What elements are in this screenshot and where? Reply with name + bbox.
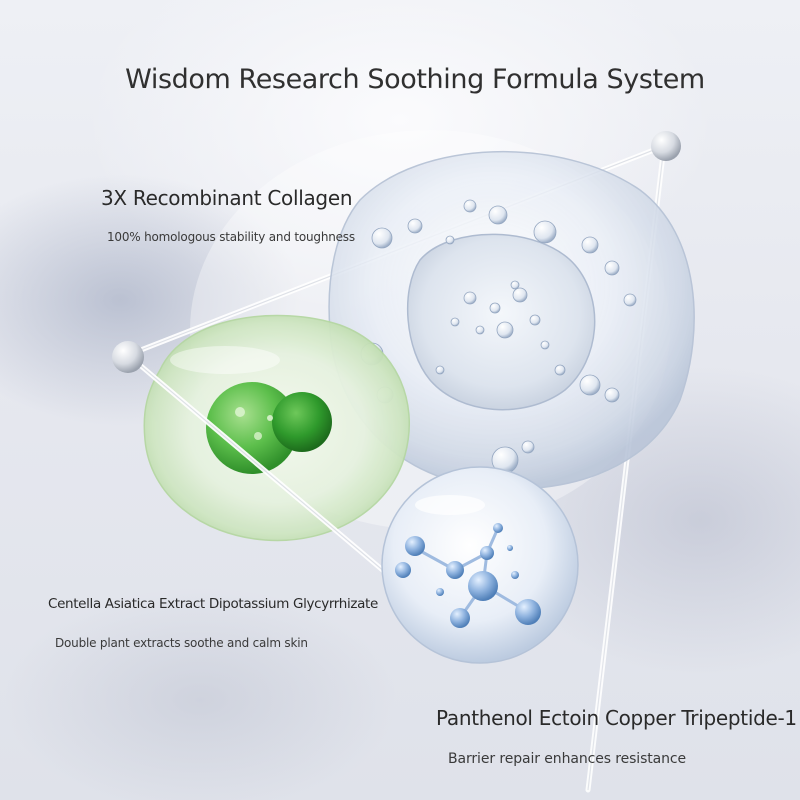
large-water-droplet bbox=[328, 151, 695, 490]
molecule-atoms bbox=[395, 523, 541, 628]
ingredient-2-description: Double plant extracts soothe and calm sk… bbox=[55, 636, 308, 650]
ingredient-2-name: Centella Asiatica Extract Dipotassium Gl… bbox=[48, 596, 378, 612]
pearl-vertex-left bbox=[112, 341, 144, 373]
ingredient-3-description: Barrier repair enhances resistance bbox=[448, 751, 687, 767]
ingredient-1-name: 3X Recombinant Collagen bbox=[101, 186, 353, 210]
ingredient-3-name: Panthenol Ectoin Copper Tripeptide-1 bbox=[436, 706, 797, 730]
ingredient-1-description: 100% homologous stability and toughness bbox=[107, 230, 355, 244]
page-title: Wisdom Research Soothing Formula System bbox=[125, 64, 705, 95]
green-plant-capsule bbox=[143, 314, 410, 542]
molecule-droplet bbox=[381, 466, 579, 664]
pearl-vertex-right bbox=[651, 131, 681, 161]
